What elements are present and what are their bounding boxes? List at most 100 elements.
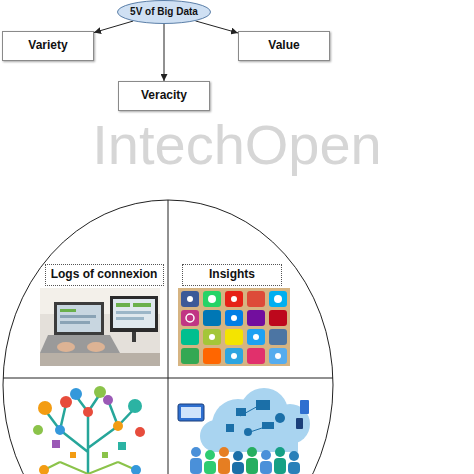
laptop-photo	[57, 305, 101, 332]
arrow-connector	[195, 21, 238, 33]
cloud-crowd-illustration	[250, 426, 268, 432]
category-box: Value	[238, 31, 330, 61]
cloud-crowd-illustration	[240, 405, 260, 416]
cloud-crowd-illustration	[232, 462, 244, 474]
node-text: 5V of Big Data	[130, 6, 198, 18]
laptop-photo	[40, 335, 120, 353]
social-icons-photo	[269, 329, 287, 345]
cloud-crowd-illustration	[275, 447, 285, 457]
social-icons-photo	[269, 348, 287, 364]
social-icons-photo	[274, 295, 282, 303]
social-icons-photo	[269, 310, 287, 326]
quadrant-label-box: Logs of connexion	[45, 264, 164, 286]
network-tree-illustration	[131, 465, 141, 474]
quadrant-circle	[3, 200, 333, 474]
cloud-crowd-illustration	[236, 408, 246, 416]
laptop-photo	[87, 342, 105, 352]
network-tree-illustration	[55, 425, 65, 435]
ellipse-outline	[118, 1, 211, 24]
social-icons-photo	[208, 295, 216, 303]
cloud-crowd-illustration	[262, 422, 274, 429]
laptop-photo	[40, 288, 160, 366]
social-icons-photo	[203, 310, 221, 326]
network-tree-illustration	[33, 386, 145, 474]
cloud-crowd-illustration	[289, 451, 299, 461]
laptop-photo	[60, 315, 96, 318]
cloud-crowd-illustration	[178, 388, 310, 474]
cloud-crowd-illustration	[246, 458, 258, 474]
cloud-crowd-illustration	[274, 458, 286, 474]
network-tree-illustration	[83, 407, 93, 417]
network-tree-illustration	[38, 401, 52, 415]
laptop-photo	[40, 288, 160, 366]
network-tree-illustration	[70, 452, 76, 458]
social-icons-photo	[203, 291, 221, 307]
cloud-crowd-illustration	[226, 424, 234, 432]
network-tree-illustration	[60, 396, 72, 408]
cloud-crowd-illustration	[275, 413, 285, 423]
cloud-crowd-illustration	[233, 451, 243, 461]
social-icons-photo	[247, 329, 265, 345]
network-tree-illustration	[70, 388, 82, 400]
social-icons-photo	[203, 348, 221, 364]
quadrant-circle	[3, 200, 333, 474]
network-tree-illustration	[45, 394, 135, 474]
arrow-connector	[94, 21, 133, 32]
cloud-crowd-illustration	[190, 458, 202, 474]
laptop-photo	[116, 303, 130, 307]
node-text: Logs of connexion	[51, 268, 158, 282]
network-tree-illustration	[52, 440, 60, 448]
social-icons-photo	[253, 334, 259, 340]
social-icons-photo	[225, 329, 243, 345]
cloud-crowd-illustration	[256, 400, 270, 410]
network-tree-illustration	[33, 425, 43, 435]
node-text: Veracity	[141, 89, 187, 103]
social-icons-photo	[178, 288, 290, 366]
network-tree-illustration	[103, 395, 113, 405]
network-tree-illustration	[128, 399, 142, 413]
network-tree-illustration	[135, 427, 145, 437]
network-tree-illustration	[118, 442, 126, 450]
network-tree-illustration	[94, 386, 106, 398]
cloud-crowd-illustration	[300, 400, 309, 414]
cloud-crowd-illustration	[260, 461, 272, 474]
cloud-crowd-illustration	[204, 461, 216, 474]
laptop-photo	[60, 309, 76, 312]
social-icons-photo	[225, 310, 243, 326]
arrow-connector	[164, 24, 165, 81]
laptop-photo	[60, 321, 90, 324]
network-tree-illustration	[44, 462, 136, 474]
cloud-crowd-illustration	[218, 458, 230, 474]
cloud-crowd-illustration	[219, 447, 229, 457]
social-icons-photo	[225, 348, 243, 364]
social-icons-photo	[181, 329, 199, 345]
social-icons-photo	[247, 348, 265, 364]
social-icons-photo	[181, 291, 199, 307]
social-icons-photo	[231, 296, 237, 302]
laptop-photo	[116, 317, 144, 320]
laptop-photo	[113, 299, 155, 328]
social-icons-photo	[181, 348, 199, 364]
hub-ellipse: 5V of Big Data	[117, 0, 211, 24]
social-icons-photo	[231, 353, 237, 359]
laptop-photo	[40, 353, 160, 366]
social-icons-photo	[178, 288, 290, 366]
laptop-photo	[110, 296, 158, 332]
laptop-photo	[116, 311, 151, 314]
cloud-crowd-illustration	[181, 407, 201, 418]
quadrant-circle	[3, 378, 333, 379]
laptop-photo	[57, 342, 75, 352]
social-icons-photo	[275, 353, 281, 359]
quadrant-label-box: Insights	[182, 264, 282, 286]
cloud-crowd-illustration	[178, 404, 204, 421]
social-icons-photo	[209, 334, 215, 340]
social-icons-photo	[247, 310, 265, 326]
cloud-crowd-illustration	[296, 418, 303, 429]
laptop-photo	[133, 303, 151, 307]
network-tree-illustration	[39, 465, 49, 474]
category-box: Veracity	[118, 81, 210, 111]
laptop-photo	[132, 332, 136, 342]
node-text: Variety	[28, 39, 67, 53]
